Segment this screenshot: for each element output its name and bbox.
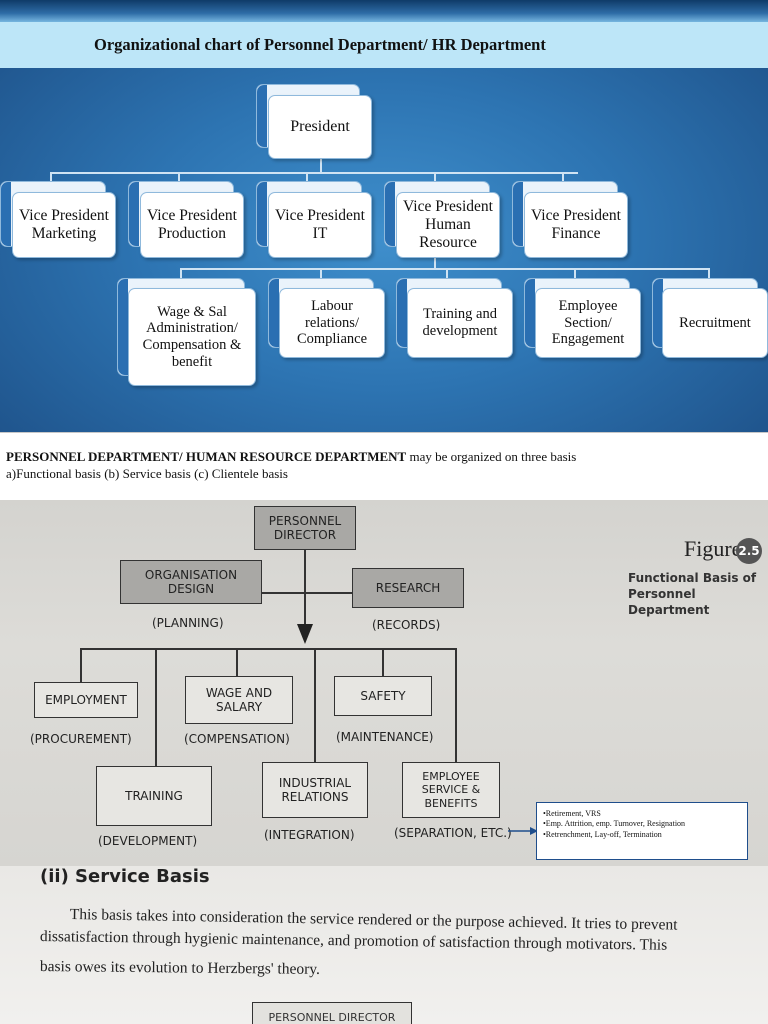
hr-wage-box: Wage & Sal Administration/ Compensation … — [128, 288, 256, 386]
employment-label: EMPLOYMENT — [45, 692, 127, 707]
connector-line — [80, 648, 82, 686]
planning-label: (PLANNING) — [152, 616, 224, 630]
strip-bold-text: PERSONNEL DEPARTMENT/ HUMAN RESOURCE DEP… — [6, 449, 407, 464]
vp-production-label: Vice President Production — [147, 207, 237, 242]
connector-line — [320, 268, 322, 278]
connector-line — [314, 648, 316, 764]
connector-line — [155, 648, 157, 768]
title-bar: Organizational chart of Personnel Depart… — [0, 22, 768, 68]
vp-hr-label: Vice President Human Resource — [403, 198, 493, 251]
connector-line — [240, 592, 352, 594]
connector-line — [180, 268, 182, 278]
figure-word: Figure — [684, 536, 742, 561]
note-line: •Retirement, VRS — [543, 809, 601, 818]
employee-service-box: EMPLOYEE SERVICE & BENEFITS — [402, 762, 500, 818]
separation-label: (SEPARATION, ETC.) — [394, 826, 512, 840]
strip-line-1: PERSONNEL DEPARTMENT/ HUMAN RESOURCE DEP… — [6, 449, 576, 465]
hr-training-label: Training and development — [422, 306, 498, 339]
slide-title: Organizational chart of Personnel Depart… — [94, 35, 546, 54]
development-label: (DEVELOPMENT) — [98, 834, 198, 848]
description-strip: PERSONNEL DEPARTMENT/ HUMAN RESOURCE DEP… — [0, 432, 768, 500]
training-label: TRAINING — [125, 788, 183, 803]
vp-production-box: Vice President Production — [140, 192, 244, 258]
connector-line — [306, 172, 308, 182]
connector-line — [455, 648, 457, 764]
figure-caption: Functional Basis of Personnel Department — [628, 571, 757, 618]
safety-label: SAFETY — [360, 688, 406, 703]
hr-labour-label: Labour relations/ Compliance — [296, 297, 368, 348]
hr-employee-label: Employee Section/ Engagement — [551, 297, 625, 348]
figure-number-badge: 2.5 — [736, 538, 762, 564]
arrow-right-icon — [508, 827, 538, 835]
hr-employee-box: Employee Section/ Engagement — [535, 288, 641, 358]
vp-hr-box: Vice President Human Resource — [396, 192, 500, 258]
functional-basis-scan: PERSONNEL DIRECTOR ORGANISATION DESIGN (… — [0, 500, 768, 866]
connector-line — [434, 172, 436, 182]
president-label: President — [290, 117, 350, 135]
service-basis-heading: (ii) Service Basis — [40, 866, 210, 887]
strip-rest-text: may be organized on three basis — [406, 449, 577, 464]
organisation-design-box: ORGANISATION DESIGN — [120, 560, 262, 604]
wage-salary-label: WAGE AND SALARY — [205, 685, 273, 714]
research-box: RESEARCH — [352, 568, 464, 608]
maintenance-label: (MAINTENANCE) — [336, 730, 434, 744]
personnel-director-label-bottom: PERSONNEL DIRECTOR — [268, 1011, 396, 1024]
connector-line — [382, 648, 384, 678]
connector-line — [50, 172, 52, 182]
connector-line — [562, 172, 564, 182]
vp-marketing-label: Vice President Marketing — [19, 207, 109, 242]
personnel-director-label: PERSONNEL DIRECTOR — [268, 513, 342, 542]
separation-note-box: •Retirement, VRS •Emp. Attrition, emp. T… — [536, 802, 748, 860]
vp-marketing-box: Vice President Marketing — [12, 192, 116, 258]
employment-box: EMPLOYMENT — [34, 682, 138, 718]
compensation-label: (COMPENSATION) — [184, 732, 290, 746]
safety-box: SAFETY — [334, 676, 432, 716]
connector-line — [446, 268, 448, 278]
connector-line — [180, 268, 710, 270]
procurement-label: (PROCUREMENT) — [30, 732, 132, 746]
connector-line — [50, 172, 578, 174]
connector-line — [236, 648, 238, 678]
hr-wage-label: Wage & Sal Administration/ Compensation … — [142, 303, 242, 370]
research-label: RESEARCH — [375, 580, 441, 595]
slide-top-band — [0, 0, 768, 22]
note-line: •Retrenchment, Lay-off, Termination — [543, 829, 662, 839]
connector-line — [304, 548, 306, 634]
vp-it-box: Vice President IT — [268, 192, 372, 258]
industrial-relations-box: INDUSTRIAL RELATIONS — [262, 762, 368, 818]
president-box: President — [268, 95, 372, 159]
connector-line — [320, 158, 322, 172]
connector-line — [434, 258, 436, 268]
service-basis-page: (ii) Service Basis This basis takes into… — [0, 866, 768, 1024]
personnel-director-box: PERSONNEL DIRECTOR — [254, 506, 356, 550]
connector-line — [178, 172, 180, 182]
strip-line-2: a)Functional basis (b) Service basis (c)… — [6, 466, 288, 481]
records-label: (RECORDS) — [372, 618, 441, 632]
training-box: TRAINING — [96, 766, 212, 826]
vp-it-label: Vice President IT — [275, 207, 365, 242]
connector-line — [80, 648, 456, 650]
employee-service-label: EMPLOYEE SERVICE & BENEFITS — [421, 770, 481, 810]
down-arrow-icon — [297, 624, 313, 644]
hr-training-box: Training and development — [407, 288, 513, 358]
org-chart-slide: Organizational chart of Personnel Depart… — [0, 0, 768, 432]
personnel-director-box-bottom: PERSONNEL DIRECTOR — [252, 1002, 412, 1024]
organisation-design-label: ORGANISATION DESIGN — [144, 567, 238, 596]
vp-finance-box: Vice President Finance — [524, 192, 628, 258]
service-basis-paragraph-line: basis owes its evolution to Herzbergs' t… — [39, 958, 321, 978]
hr-recruitment-box: Recruitment — [662, 288, 768, 358]
note-line: •Emp. Attrition, emp. Turnover, Resignat… — [543, 819, 686, 829]
integration-label: (INTEGRATION) — [264, 828, 355, 842]
wage-salary-box: WAGE AND SALARY — [185, 676, 293, 724]
industrial-relations-label: INDUSTRIAL RELATIONS — [278, 775, 352, 804]
connector-line — [708, 268, 710, 278]
connector-line — [574, 268, 576, 278]
vp-finance-label: Vice President Finance — [531, 207, 621, 242]
hr-labour-box: Labour relations/ Compliance — [279, 288, 385, 358]
hr-recruitment-label: Recruitment — [679, 314, 751, 331]
